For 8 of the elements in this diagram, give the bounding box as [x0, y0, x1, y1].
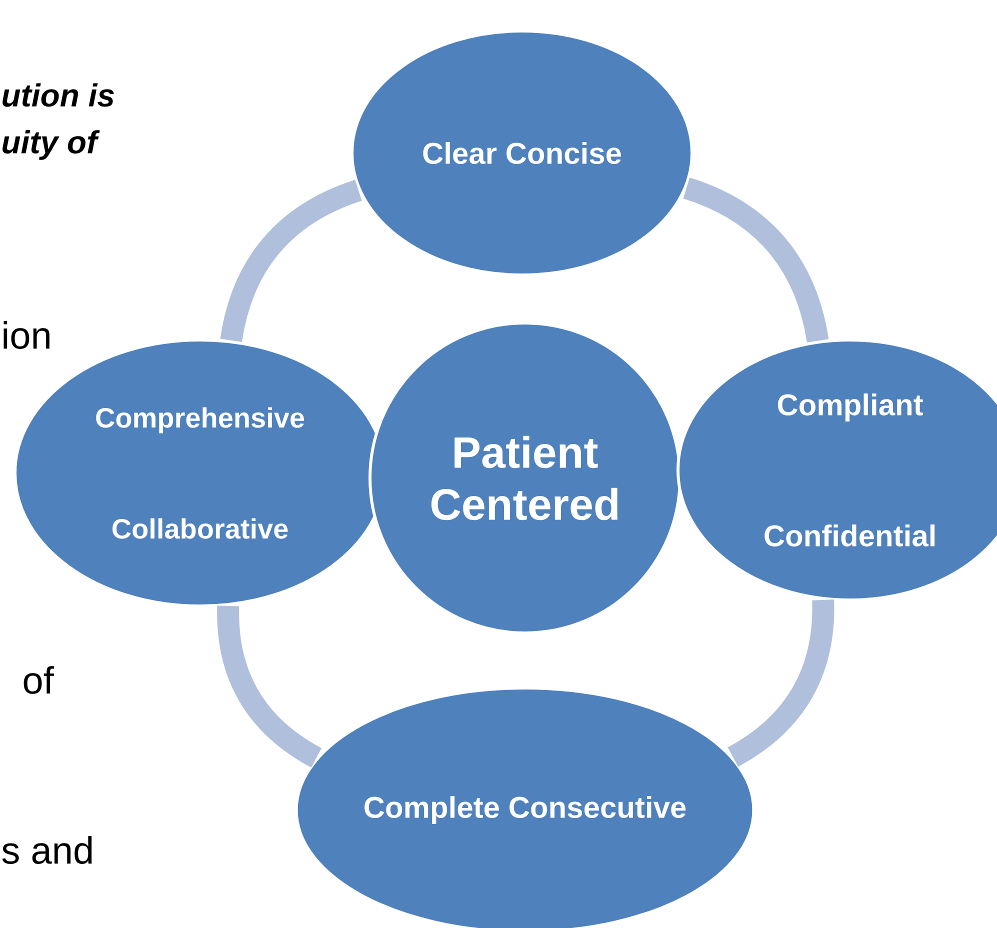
text-fragment: uity of [2, 130, 100, 160]
text-fragment: of [24, 666, 54, 694]
ring-arc [727, 600, 834, 767]
ring-arc [217, 606, 322, 768]
ring-arc [682, 178, 829, 343]
ring-arc [220, 180, 362, 342]
text-fragment: s and [2, 836, 92, 864]
text-fragment: ution is [2, 83, 114, 107]
